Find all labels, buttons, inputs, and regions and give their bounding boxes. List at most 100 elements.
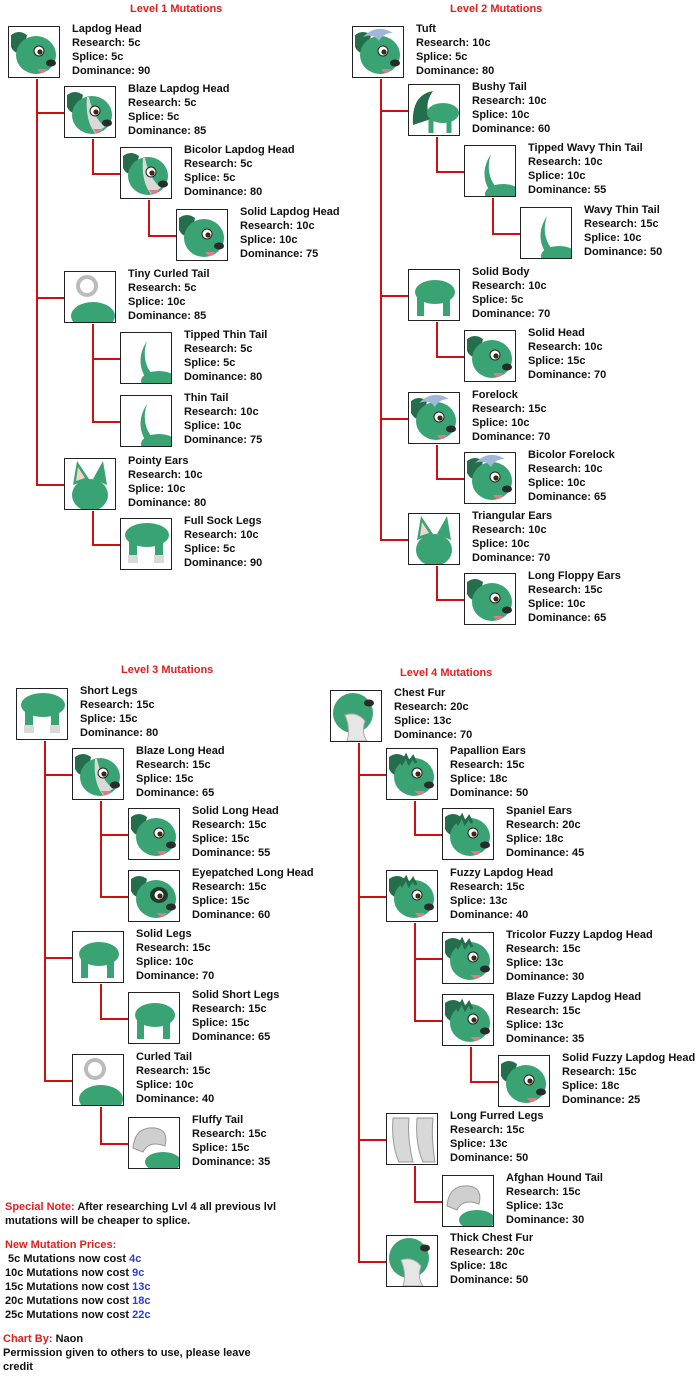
mutation-research: Research: 15c xyxy=(192,818,279,832)
mutation-splice: Splice: 10c xyxy=(128,295,210,309)
mutation-thumbnail xyxy=(408,84,460,136)
price-row: 15c Mutations now cost 13c xyxy=(5,1280,151,1294)
mutation-dominance-value: 70 xyxy=(202,970,215,982)
mutation-name-value: Tipped Wavy Thin Tail xyxy=(528,142,643,154)
mutation-name: Solid Head xyxy=(528,326,606,340)
mutation-thumbnail xyxy=(386,870,438,922)
price-row-new: 22c xyxy=(132,1309,151,1321)
mutation-dominance-value: 80 xyxy=(194,497,207,509)
mutation-name-value: Short Legs xyxy=(80,685,138,697)
mutation-splice: Splice: 5c xyxy=(184,356,267,370)
mutation-dominance: Dominance: 50 xyxy=(584,245,662,259)
mutation-research-label: Research: xyxy=(192,1128,246,1140)
mutation-splice-value: 15c xyxy=(231,1017,250,1029)
mutation-research-label: Research: xyxy=(472,524,526,536)
mutation-splice-label: Splice: xyxy=(136,1079,173,1091)
mutation-splice: Splice: 10c xyxy=(472,537,552,551)
mutation-dominance: Dominance: 50 xyxy=(450,786,528,800)
mutation-splice-label: Splice: xyxy=(506,833,543,845)
tree-connector xyxy=(436,137,438,173)
mutation-splice: Splice: 13c xyxy=(506,1199,603,1213)
mutation-dominance: Dominance: 55 xyxy=(528,183,643,197)
mutation-dominance-value: 40 xyxy=(516,909,529,921)
mutation-dominance-label: Dominance: xyxy=(506,847,569,859)
mutation-research-label: Research: xyxy=(528,156,582,168)
mutation-research-label: Research: xyxy=(472,95,526,107)
mutation-splice: Splice: 18c xyxy=(506,832,584,846)
mutation-name-value: Tiny Curled Tail xyxy=(128,268,210,280)
mutation-name-value: Bicolor Forelock xyxy=(528,449,615,461)
mutation-splice-label: Splice: xyxy=(192,1017,229,1029)
mutation-dominance-label: Dominance: xyxy=(506,1033,569,1045)
mutation-name: Tipped Thin Tail xyxy=(184,328,267,342)
mutation-dominance: Dominance: 80 xyxy=(416,64,494,78)
mutation-name: Chest Fur xyxy=(394,686,472,700)
tree-connector xyxy=(44,957,72,959)
mutation-name: Solid Body xyxy=(472,265,550,279)
mutation-name: Blaze Lapdog Head xyxy=(128,82,229,96)
tree-connector xyxy=(100,834,128,836)
mutation-name: Papallion Ears xyxy=(450,744,528,758)
mutation-name: Fuzzy Lapdog Head xyxy=(450,866,553,880)
mutation-research-label: Research: xyxy=(506,819,560,831)
tree-connector xyxy=(414,1201,442,1203)
tree-connector xyxy=(436,566,438,601)
mutation-research: Research: 5c xyxy=(184,342,267,356)
mutation-thumbnail xyxy=(72,1054,124,1106)
mutation-name: Solid Long Head xyxy=(192,804,279,818)
mutation-splice-value: 13c xyxy=(433,715,452,727)
mutation-splice: Splice: 10c xyxy=(136,1078,214,1092)
mutation-splice: Splice: 18c xyxy=(450,1259,533,1273)
mutation-research-value: 15c xyxy=(562,1005,581,1017)
mutation-splice: Splice: 5c xyxy=(72,50,150,64)
mutation-name-value: Thin Tail xyxy=(184,392,229,404)
mutation-name-value: Solid Fuzzy Lapdog Head xyxy=(562,1052,696,1064)
mutation-thumbnail xyxy=(386,1235,438,1287)
tree-connector xyxy=(358,1139,386,1141)
mutation-dominance: Dominance: 65 xyxy=(192,1030,279,1044)
mutation-name-value: Papallion Ears xyxy=(450,745,526,757)
credits-label: Chart By: xyxy=(3,1333,53,1345)
mutation-research: Research: 10c xyxy=(472,279,550,293)
mutation-dominance: Dominance: 30 xyxy=(506,970,653,984)
tree-connector xyxy=(414,923,416,1022)
tree-connector xyxy=(380,79,382,541)
mutation-dominance: Dominance: 55 xyxy=(192,846,279,860)
mutation-name: Curled Tail xyxy=(136,1050,214,1064)
mutation-research: Research: 5c xyxy=(72,36,150,50)
mutation-name: Tipped Wavy Thin Tail xyxy=(528,141,643,155)
mutation-dominance-value: 25 xyxy=(628,1094,641,1106)
mutation-dominance-label: Dominance: xyxy=(562,1094,625,1106)
mutation-splice-value: 18c xyxy=(545,833,564,845)
mutation-research: Research: 20c xyxy=(394,700,472,714)
mutation-splice-label: Splice: xyxy=(472,417,509,429)
mutation-dominance-label: Dominance: xyxy=(184,434,247,446)
mutation-splice-value: 15c xyxy=(567,355,586,367)
mutation-name-value: Curled Tail xyxy=(136,1051,193,1063)
mutation-dominance-label: Dominance: xyxy=(192,1031,255,1043)
mutation-dominance-value: 50 xyxy=(516,787,529,799)
credits-line-1: Permission given to others to use, pleas… xyxy=(3,1347,251,1359)
mutation-dominance-value: 30 xyxy=(572,1214,585,1226)
tree-connector xyxy=(414,1020,442,1022)
price-list: New Mutation Prices: 5c Mutations now co… xyxy=(5,1238,151,1322)
special-note-label: Special Note: xyxy=(5,1201,75,1213)
mutation-dominance: Dominance: 60 xyxy=(472,122,550,136)
mutation-research-value: 15c xyxy=(192,1065,211,1077)
mutation-name: Full Sock Legs xyxy=(184,514,262,528)
mutation-name-value: Wavy Thin Tail xyxy=(584,204,660,216)
mutation-research-value: 15c xyxy=(248,1003,267,1015)
mutation-dominance-value: 65 xyxy=(594,612,607,624)
mutation-splice-label: Splice: xyxy=(184,543,221,555)
price-row-text: 20c Mutations now cost xyxy=(5,1295,130,1307)
mutation-name: Solid Short Legs xyxy=(192,988,279,1002)
price-row-text: 10c Mutations now cost xyxy=(5,1267,130,1279)
